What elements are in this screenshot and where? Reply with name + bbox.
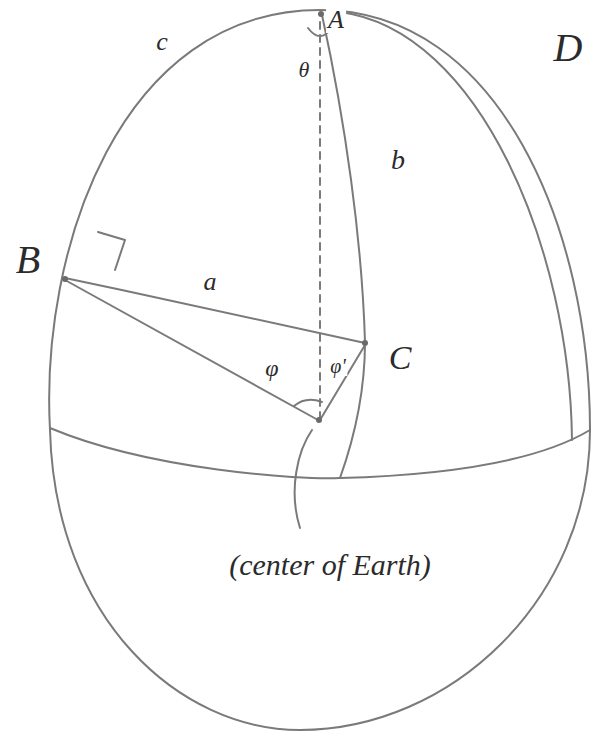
angle-label: θ (297, 59, 312, 81)
earth-center (316, 417, 322, 423)
arc-label: c (154, 29, 170, 55)
point-a (318, 11, 324, 17)
point-b (62, 276, 68, 282)
radius-b (65, 280, 318, 420)
angle-label: φ' (328, 356, 347, 376)
right-angle-mark (98, 232, 125, 270)
point-label: D (552, 28, 585, 68)
angle-arc-phi (294, 400, 322, 406)
leader-line (295, 430, 312, 528)
angle-label: φ (263, 356, 280, 380)
point-label: C (387, 341, 414, 375)
meridian-d (340, 12, 572, 440)
axis-dashed (319, 22, 321, 418)
point-label: B (14, 240, 42, 280)
point-c (362, 340, 368, 346)
note-text: (center of Earth) (227, 550, 433, 580)
arc-label: b (389, 146, 407, 174)
arc-b (322, 15, 365, 478)
radius-c (320, 345, 365, 420)
point-label: A (326, 7, 346, 33)
equator (50, 428, 590, 478)
earth-outline (49, 10, 590, 730)
arc-label: a (202, 269, 219, 295)
